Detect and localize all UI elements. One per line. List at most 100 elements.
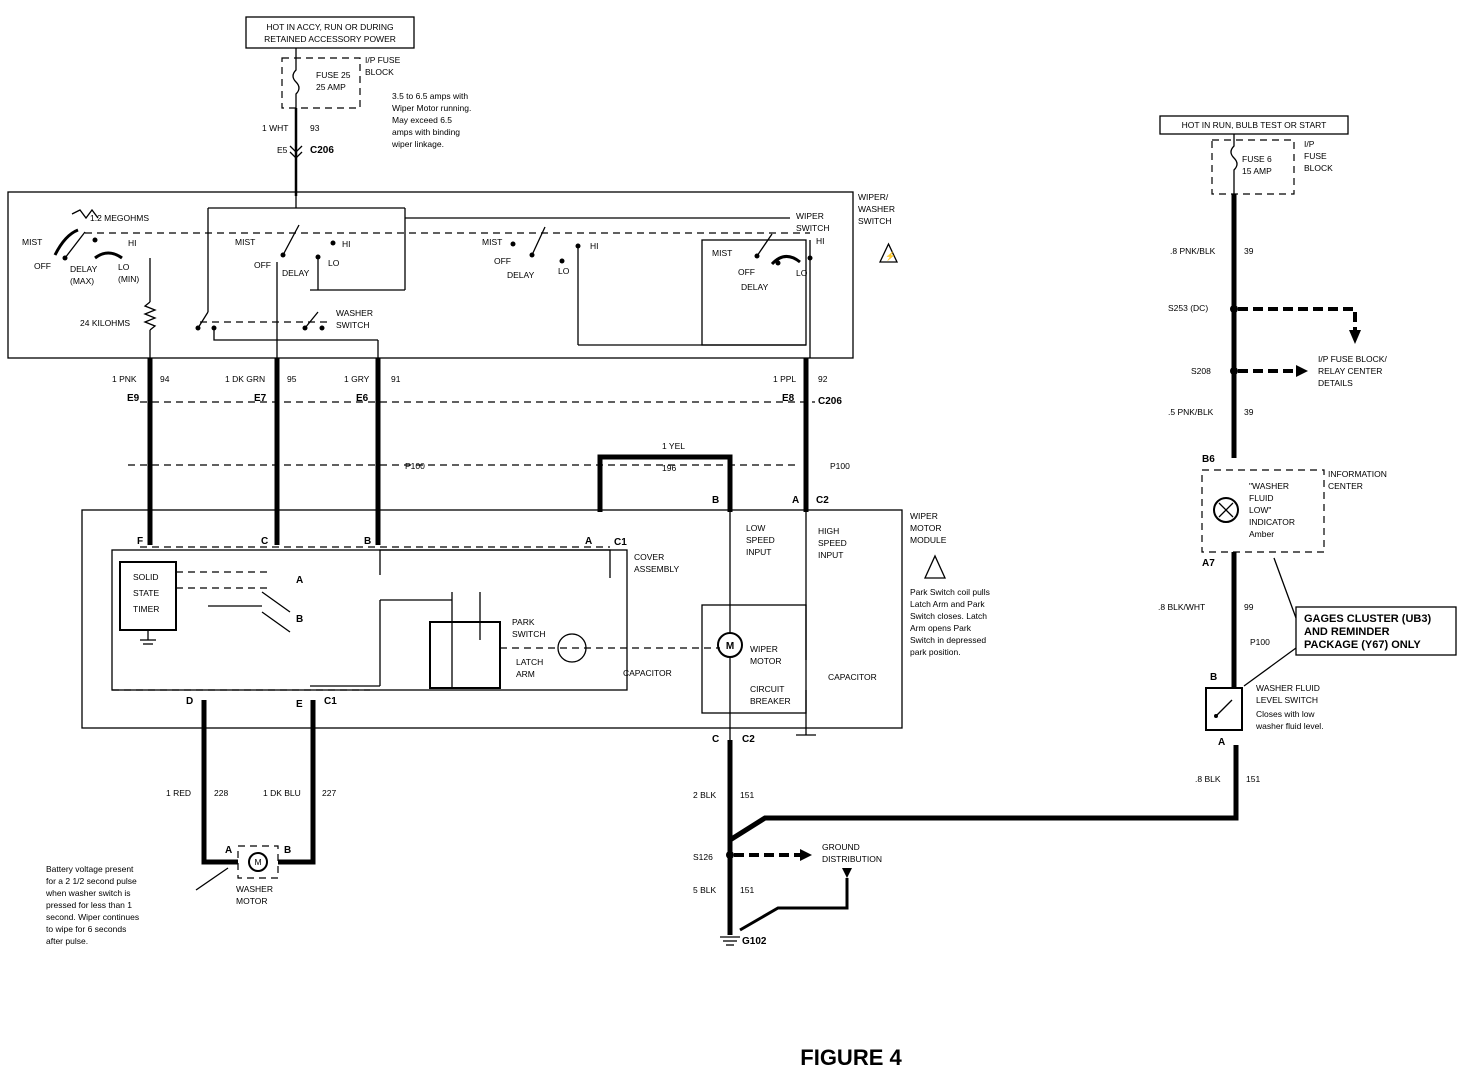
high-speed-label3: INPUT — [818, 550, 844, 560]
off-label-3: OFF — [494, 256, 511, 266]
hi-label-2: HI — [342, 239, 351, 249]
high-speed-label1: HIGH — [818, 526, 839, 536]
washer-switch-label1: WASHER — [336, 308, 373, 318]
wire-dkblu-label: 1 DK BLU — [263, 788, 301, 798]
power-source-left: HOT IN ACCY, RUN OR DURING RETAINED ACCE… — [245, 16, 415, 58]
washer-note-line: second. Wiper continues — [46, 912, 139, 922]
wire-pnkblk-2: .5 PNK/BLK — [1168, 407, 1214, 417]
wiper-washer-switch-box: WIPER/ WASHER SWITCH ⚡ 1.2 MEGOHMS MIST … — [7, 191, 899, 359]
switch-box-label3: SWITCH — [858, 216, 892, 226]
level-switch-label2: LEVEL SWITCH — [1256, 695, 1318, 705]
timer-label1: SOLID — [133, 572, 159, 582]
low-speed-label3: INPUT — [746, 547, 772, 557]
info-center-label2: CENTER — [1328, 481, 1363, 491]
switch-box-label2: WASHER — [858, 204, 895, 214]
fuse-block-right-label3: BLOCK — [1304, 163, 1333, 173]
splice-s126: S126 — [693, 852, 713, 862]
low-speed-label2: SPEED — [746, 535, 775, 545]
wire-blk5-label: 5 BLK — [693, 885, 716, 895]
esd-warning-icon: ⚡ — [885, 251, 896, 262]
mist-label-3: MIST — [482, 237, 502, 247]
motor-m-symbol: M — [726, 641, 734, 652]
wiper-motor-module: WIPER MOTOR MODULE Park Switch coil pull… — [81, 495, 990, 745]
module-label1: WIPER — [910, 511, 938, 521]
pin-c: C — [261, 536, 268, 547]
hi-label-1: HI — [128, 238, 137, 248]
fuse-block-left: FUSE 25 25 AMP I/P FUSE BLOCK — [281, 55, 401, 109]
washer-note-line: for a 2 1/2 second pulse — [46, 876, 137, 886]
wire-red-circuit: 228 — [214, 788, 228, 798]
connector-p100-right: P100 — [1250, 637, 1270, 647]
delay-max-label: (MAX) — [70, 276, 94, 286]
wire-circuit: 95 — [287, 374, 297, 384]
yel-wire-label: 1 YEL — [662, 441, 685, 451]
indicator-label4: INDICATOR — [1249, 517, 1295, 527]
lo-label-2: LO — [328, 258, 340, 268]
park-note-line: Switch closes. Latch — [910, 611, 987, 621]
current-note-line: amps with binding — [392, 127, 460, 137]
wire-blk2-label: 2 BLK — [693, 790, 716, 800]
delay-label-3: DELAY — [507, 270, 535, 280]
wire-label: 1 DK GRN — [225, 374, 265, 384]
ground-distribution-label2: DISTRIBUTION — [822, 854, 882, 864]
delay-label-2: DELAY — [282, 268, 310, 278]
power-source-left-line1: HOT IN ACCY, RUN OR DURING — [266, 22, 393, 32]
wire-blk2-circuit: 151 — [740, 790, 754, 800]
mist-label-2: MIST — [235, 237, 255, 247]
delay-label-1: DELAY — [70, 264, 98, 274]
indicator-color: Amber — [1249, 529, 1274, 539]
wire-pnkblk-2-circuit: 39 — [1244, 407, 1254, 417]
connector-c206: C206 — [818, 396, 842, 407]
power-source-left-line2: RETAINED ACCESSORY POWER — [264, 34, 396, 44]
wire-pnkblk-1-circuit: 39 — [1244, 246, 1254, 256]
park-note-line: Park Switch coil pulls — [910, 587, 990, 597]
park-note-line: Arm opens Park — [910, 623, 972, 633]
callout-line1: GAGES CLUSTER (UB3) — [1304, 613, 1431, 625]
washer-motor-label2: MOTOR — [236, 896, 267, 906]
latch-arm-label2: ARM — [516, 669, 535, 679]
park-switch-label1: PARK — [512, 617, 535, 627]
wire-wht-93: 1 WHT 93 E5 C206 — [262, 108, 334, 196]
park-note-line: Switch in depressed — [910, 635, 986, 645]
wire-wht-circuit: 93 — [310, 123, 320, 133]
mist-label-4: MIST — [712, 248, 732, 258]
relay-a: A — [296, 575, 303, 586]
resistor-24-kilohms: 24 KILOHMS — [80, 318, 130, 328]
fuse-block-left-label1: I/P FUSE — [365, 55, 401, 65]
info-pin-a7: A7 — [1202, 558, 1215, 569]
washer-motor-m-symbol: M — [254, 857, 261, 867]
pin-e: E — [296, 699, 303, 710]
pin-b: B — [364, 536, 371, 547]
wire-circuit: 92 — [818, 374, 828, 384]
connector-p100-mid: P100 — [830, 461, 850, 471]
off-label-4: OFF — [738, 267, 755, 277]
wire-wht-label: 1 WHT — [262, 123, 288, 133]
info-center-label1: INFORMATION — [1328, 469, 1387, 479]
park-note-line: Latch Arm and Park — [910, 599, 985, 609]
indicator-label3: LOW" — [1249, 505, 1271, 515]
module-label2: MOTOR — [910, 523, 941, 533]
washer-pin-a: A — [225, 845, 232, 856]
capacitor-label-right: CAPACITOR — [828, 672, 877, 682]
ground-distribution-label1: GROUND — [822, 842, 860, 852]
connector-c1-bottom: C1 — [324, 696, 337, 707]
info-pin-b6: B6 — [1202, 454, 1215, 465]
fuse-25-rating: 25 AMP — [316, 82, 346, 92]
pin-label: E6 — [356, 393, 369, 404]
park-note-line: park position. — [910, 647, 961, 657]
lo-label-4: LO — [796, 268, 808, 278]
module-label3: MODULE — [910, 535, 947, 545]
latch-arm-label1: LATCH — [516, 657, 543, 667]
wire-blkwht-circuit: 99 — [1244, 602, 1254, 612]
current-note: 3.5 to 6.5 amps with Wiper Motor running… — [391, 91, 471, 149]
timer-label3: TIMER — [133, 604, 159, 614]
washer-motor-circuit: 1 RED 228 1 DK BLU 227 M A B WASHER MOTO… — [45, 700, 336, 946]
washer-note-line: Battery voltage present — [46, 864, 134, 874]
harness-wires: 1 PNK 94 1 DK GRN 95 1 GRY 91 1 PPL 92 E… — [112, 358, 850, 545]
power-source-right-text: HOT IN RUN, BULB TEST OR START — [1182, 120, 1327, 130]
wire-red-label: 1 RED — [166, 788, 191, 798]
washer-note-line: when washer switch is — [45, 888, 131, 898]
pin-f: F — [137, 536, 143, 547]
hi-label-4: HI — [816, 236, 825, 246]
